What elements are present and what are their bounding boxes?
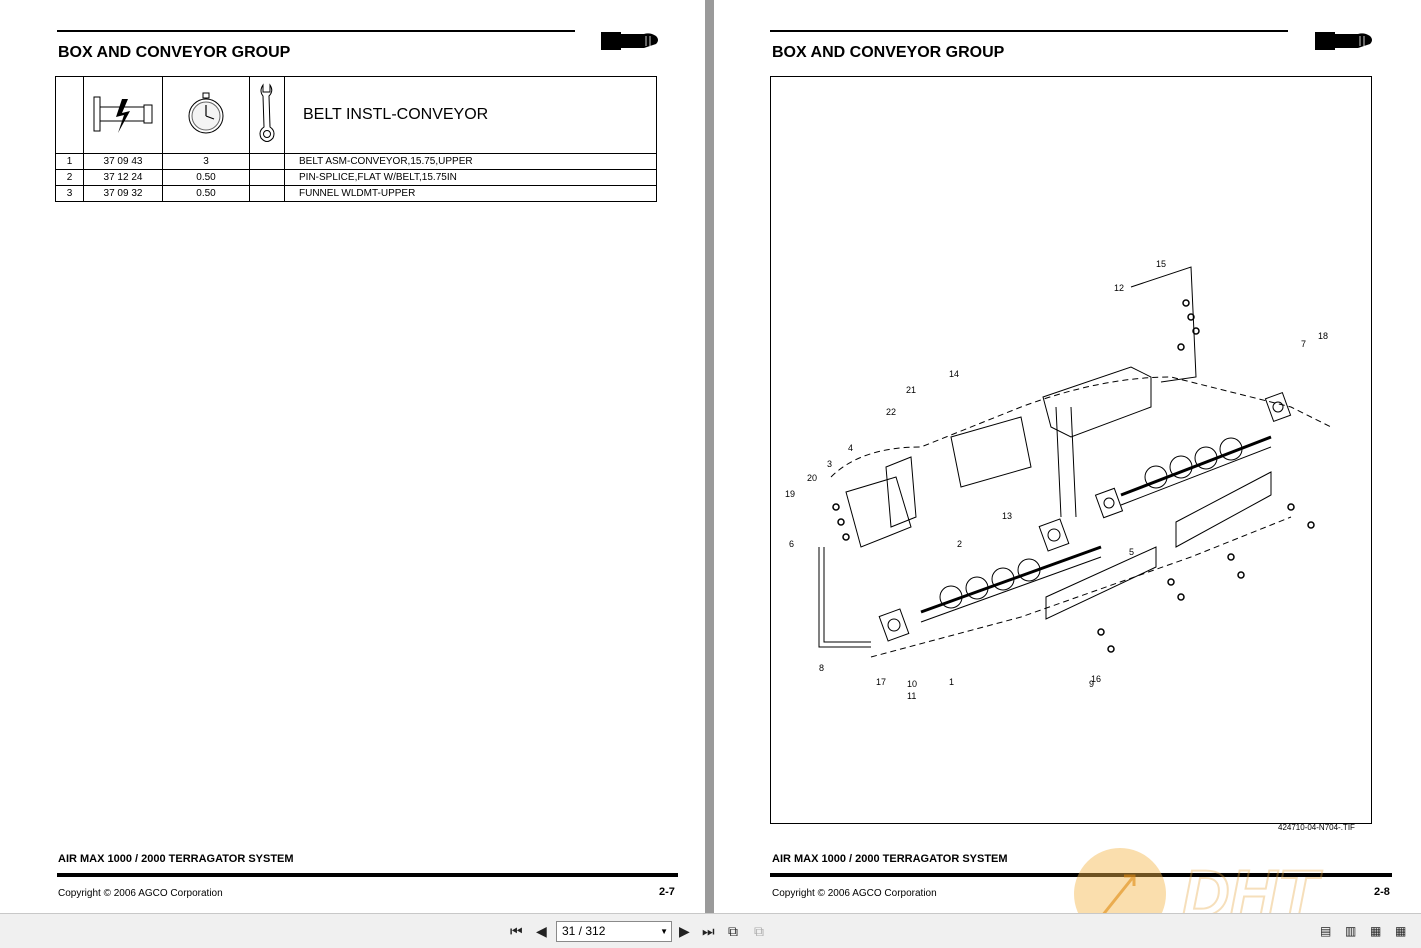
viewer-toolbar: ⏮ ◀ 31 / 312 ▼ ▶ ⏭ ⧉ ⧉ ▤ ▥ ▦ ▦ — [0, 913, 1421, 948]
callout-19: 19 — [785, 489, 795, 499]
item-number: 2 — [55, 169, 84, 186]
callout-1: 1 — [949, 677, 954, 687]
first-page-button[interactable]: ⏮ — [510, 923, 523, 939]
pointing-hand-icon — [1315, 32, 1372, 50]
table-title: BELT INSTL-CONVEYOR — [284, 76, 657, 154]
go-forward-button[interactable]: ⧉ — [754, 923, 764, 939]
two-page-continuous-view-icon[interactable]: ▦ — [1395, 924, 1407, 938]
table-row: 3 37 09 32 0.50 FUNNEL WLDMT-UPPER — [55, 185, 657, 202]
page-number: 2-7 — [659, 886, 675, 898]
callout-18: 18 — [1318, 331, 1328, 341]
callout-2: 2 — [957, 539, 962, 549]
callout-6: 6 — [789, 539, 794, 549]
footer-title: AIR MAX 1000 / 2000 TERRAGATOR SYSTEM — [58, 853, 294, 865]
go-back-button[interactable]: ⧉ — [728, 923, 738, 939]
callout-17: 17 — [876, 677, 886, 687]
right-page: BOX AND CONVEYOR GROUP — [714, 0, 1421, 913]
callout-12: 12 — [1114, 283, 1124, 293]
callout-21: 21 — [906, 385, 916, 395]
header-rule — [57, 30, 575, 32]
page-number-input[interactable]: 31 / 312 ▼ — [556, 921, 672, 942]
tool-icon-cell — [249, 76, 285, 154]
callout-7: 7 — [1301, 339, 1306, 349]
page-header: BOX AND CONVEYOR GROUP — [772, 44, 1005, 61]
single-page-view-icon[interactable]: ▤ — [1320, 924, 1332, 938]
copyright: Copyright © 2006 AGCO Corporation — [772, 888, 937, 899]
quantity-icon-cell — [162, 76, 250, 154]
sprocket — [939, 558, 1041, 609]
description: PIN-SPLICE,FLAT W/BELT,15.75IN — [284, 169, 657, 186]
footer-rule — [770, 873, 1392, 877]
part-number: 37 12 24 — [83, 169, 163, 186]
two-page-view-icon[interactable]: ▦ — [1370, 924, 1382, 938]
table-header-row: BELT INSTL-CONVEYOR — [55, 76, 657, 154]
quantity: 3 — [162, 153, 250, 170]
part-number: 37 09 32 — [83, 185, 163, 202]
footer-rule — [57, 873, 678, 877]
callout-13: 13 — [1002, 511, 1012, 521]
next-page-button[interactable]: ▶ — [679, 923, 690, 939]
part-number-icon — [93, 96, 153, 133]
header-rule — [770, 30, 1288, 32]
footer-title: AIR MAX 1000 / 2000 TERRAGATOR SYSTEM — [772, 853, 1008, 865]
figure-caption: 424710-04-N704-.TIF — [1278, 823, 1355, 832]
callout-10: 10 — [907, 679, 917, 689]
wrench-icon — [259, 82, 275, 142]
quantity: 0.50 — [162, 169, 250, 186]
callout-11: 11 — [907, 691, 916, 701]
callout-9: 9 — [1089, 679, 1094, 689]
parts-table: BELT INSTL-CONVEYOR 1 37 09 43 3 BELT AS… — [55, 76, 657, 202]
table-row: 1 37 09 43 3 BELT ASM-CONVEYOR,15.75,UPP… — [55, 153, 657, 170]
continuous-view-icon[interactable]: ▥ — [1345, 924, 1357, 938]
quantity: 0.50 — [162, 185, 250, 202]
callout-22: 22 — [886, 407, 896, 417]
previous-page-button[interactable]: ◀ — [536, 923, 547, 939]
item-number: 3 — [55, 185, 84, 202]
callout-16: 16 — [1091, 674, 1101, 684]
callout-20: 20 — [807, 473, 817, 483]
item-number: 1 — [55, 153, 84, 170]
left-page: BOX AND CONVEYOR GROUP — [0, 0, 705, 913]
page-header: BOX AND CONVEYOR GROUP — [58, 44, 291, 61]
callout-14: 14 — [949, 369, 959, 379]
stopwatch-icon — [188, 92, 224, 133]
description: FUNNEL WLDMT-UPPER — [284, 185, 657, 202]
callout-3: 3 — [827, 459, 832, 469]
part-number: 37 09 43 — [83, 153, 163, 170]
page-indicator: 31 / 312 — [562, 924, 606, 938]
table-row: 2 37 12 24 0.50 PIN-SPLICE,FLAT W/BELT,1… — [55, 169, 657, 186]
callout-8: 8 — [819, 663, 824, 673]
copyright: Copyright © 2006 AGCO Corporation — [58, 888, 223, 899]
last-page-button[interactable]: ⏭ — [702, 923, 715, 939]
callout-4: 4 — [848, 443, 853, 453]
callout-15: 15 — [1156, 259, 1166, 269]
pointing-hand-icon — [601, 32, 658, 50]
page-number: 2-8 — [1374, 886, 1390, 898]
description: BELT ASM-CONVEYOR,15.75,UPPER — [284, 153, 657, 170]
page-divider — [705, 0, 714, 913]
chevron-down-icon[interactable]: ▼ — [660, 927, 668, 936]
callout-5: 5 — [1129, 547, 1134, 557]
part-icon-cell — [83, 76, 163, 154]
